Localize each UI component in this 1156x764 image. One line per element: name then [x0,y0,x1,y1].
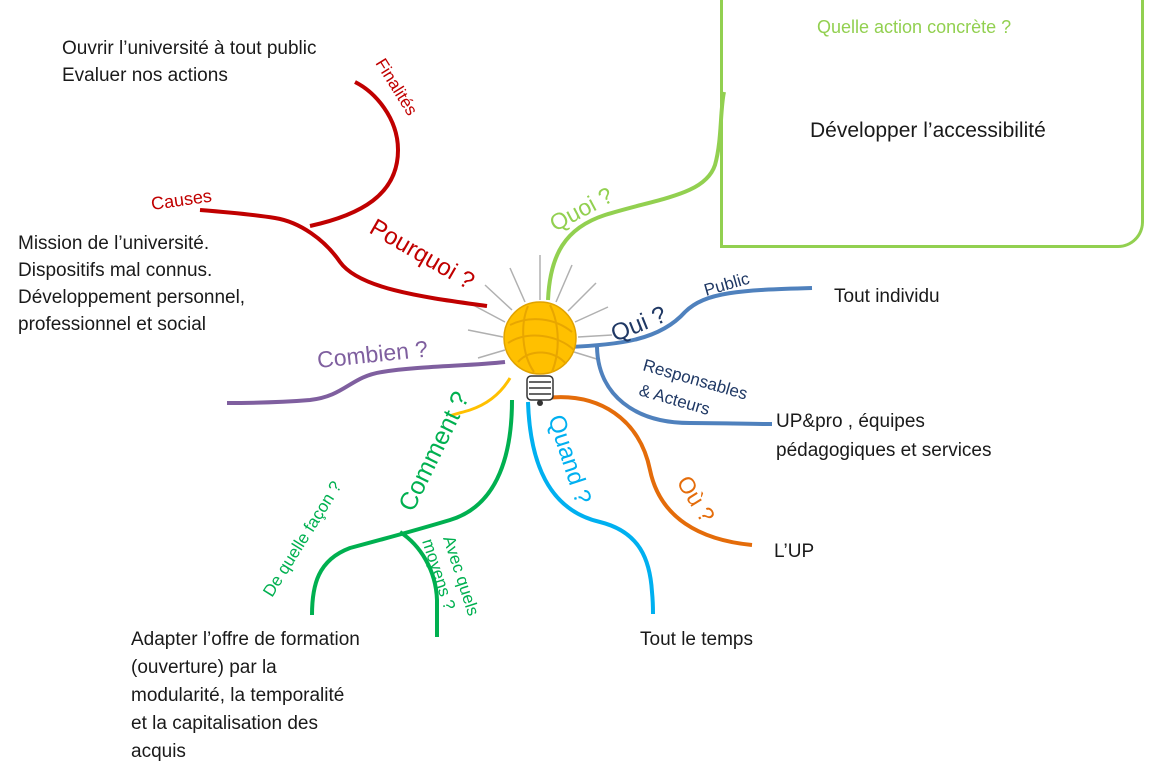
yarn-lightbulb-icon [503,301,577,406]
comment-label: Comment ? [393,387,475,515]
qui-branch-responsables [595,346,773,426]
responsables-text-1: UP&pro , équipes [776,411,925,432]
facon-text-2: (ouverture) par la [131,657,277,678]
quand-label: Quand ? [542,412,596,508]
facon-label: De quelle façon ? [259,478,345,600]
pourquoi-label: Pourquoi ? [365,214,479,295]
quand-branch [526,401,655,615]
facon-text-3: modularité, la temporalité [131,685,344,706]
action-box-title: Quelle action concrète ? [817,17,1011,37]
finalites-branch [309,80,401,228]
responsables-text-2: pédagogiques et services [776,440,991,461]
bulb-rays [467,255,613,361]
causes-text-1: Mission de l’université. [18,233,209,254]
yellow-branch [449,377,512,418]
quand-text: Tout le temps [640,629,753,650]
qui-branch-public [566,286,813,349]
facon-text-4: et la capitalisation des [131,713,318,734]
pourquoi-branch [199,208,488,308]
combien-branch [226,360,506,405]
finalites-label: Finalités [372,55,422,119]
facon-text-1: Adapter l’offre de formation [131,629,360,650]
comment-branch [310,399,514,616]
finalites-text-1: Ouvrir l’université à tout public [62,38,317,59]
causes-text-4: professionnel et social [18,314,206,335]
finalites-text-2: Evaluer nos actions [62,65,228,86]
moyens-branch [398,530,439,637]
action-box-text: Développer l’accessibilité [810,119,1046,142]
quoi-branch [546,91,726,301]
ou-text: L’UP [774,541,814,562]
ou-branch [545,395,753,547]
causes-text-3: Développement personnel, [18,287,245,308]
public-text: Tout individu [834,286,940,307]
causes-text-2: Dispositifs mal connus. [18,260,212,281]
facon-text-5: acquis [131,741,186,762]
